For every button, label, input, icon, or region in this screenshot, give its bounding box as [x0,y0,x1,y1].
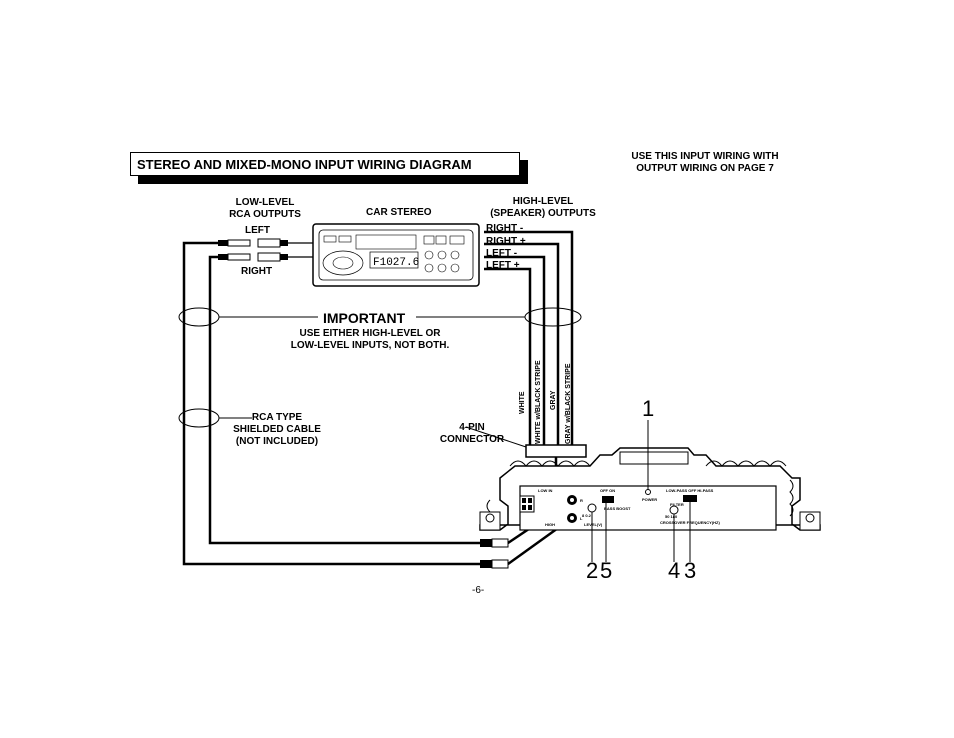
low-level-label: LOW-LEVEL RCA OUTPUTS [210,197,320,221]
rca-output-left [218,238,313,248]
callout-1: 1 [642,396,655,421]
callout-2: 2 [586,558,599,583]
amp-filter-modes: LOW-PASS OFF HI-PASS [666,488,714,493]
connector-line1: 4-PIN [459,422,485,433]
amp-bass-boost: BASS BOOST [604,506,631,511]
important-heading: IMPORTANT [323,310,406,326]
rca-output-right [218,252,313,262]
rca-cable-left [182,241,480,566]
amp-level-range: 8 0.2 [582,513,592,518]
rca-plug-lower [480,538,509,569]
terminal-right-pos: RIGHT + [486,236,526,247]
rca-cable-line2: SHIELDED CABLE [233,424,321,435]
amplifier [479,447,821,531]
important-line1: USE EITHER HIGH-LEVEL OR [299,328,441,339]
wiring-note-line1: USE THIS INPUT WIRING WITH [631,151,779,162]
callout-4: 4 [668,558,681,583]
connector-line2: CONNECTOR [439,434,505,445]
amp-off-on: OFF ON [600,488,615,493]
rca-right-label: RIGHT [241,266,273,277]
car-stereo-label: CAR STEREO [366,207,432,218]
rca-left-label: LEFT [245,225,270,236]
amp-low-in: LOW IN [538,488,553,493]
callout-3: 3 [684,558,697,583]
rca-cable-line3: (NOT INCLUDED) [235,436,319,447]
terminal-right-neg: RIGHT - [486,223,524,234]
amp-crossover-range: 50 180 [665,514,678,519]
important-line2: LOW-LEVEL INPUTS, NOT BOTH. [290,340,450,351]
radio-display: F1027.6 [373,257,419,269]
rca-cable-line1: RCA TYPE [251,412,303,423]
amp-level: LEVEL(V) [584,522,603,527]
amp-power: POWER [642,497,657,502]
amp-high: HIGH [545,522,555,527]
amp-l: L [580,516,583,521]
page-number: -6- [472,585,485,596]
wiring-note-line2: OUTPUT WIRING ON PAGE 7 [636,163,774,174]
important-note: USE EITHER HIGH-LEVEL OR LOW-LEVEL INPUT… [270,328,470,352]
amp-r: R [580,498,583,503]
connector-leader [465,426,527,448]
wiring-note: USE THIS INPUT WIRING WITH OUTPUT WIRING… [610,151,800,175]
terminal-left-pos: LEFT + [486,260,520,271]
car-stereo-unit: F1027.6 [312,223,480,287]
callout-5: 5 [600,558,613,583]
connector-label: 4-PIN CONNECTOR [432,422,512,446]
rca-cable-right [208,255,480,545]
high-level-line2: (SPEAKER) OUTPUTS [490,208,596,219]
low-level-line1: LOW-LEVEL [235,197,295,208]
high-level-line1: HIGH-LEVEL [512,196,574,207]
callout-leaders [591,420,691,562]
rca-cable-label: RCA TYPE SHIELDED CABLE (NOT INCLUDED) [222,412,332,448]
speaker-wires [484,230,574,445]
terminal-left-neg: LEFT - [486,248,518,259]
diagram-title: STEREO AND MIXED-MONO INPUT WIRING DIAGR… [130,152,520,176]
amp-filter: FILTER [670,502,684,507]
four-pin-connector [525,444,587,458]
high-level-label: HIGH-LEVEL (SPEAKER) OUTPUTS [478,196,608,220]
low-level-line2: RCA OUTPUTS [229,209,301,220]
